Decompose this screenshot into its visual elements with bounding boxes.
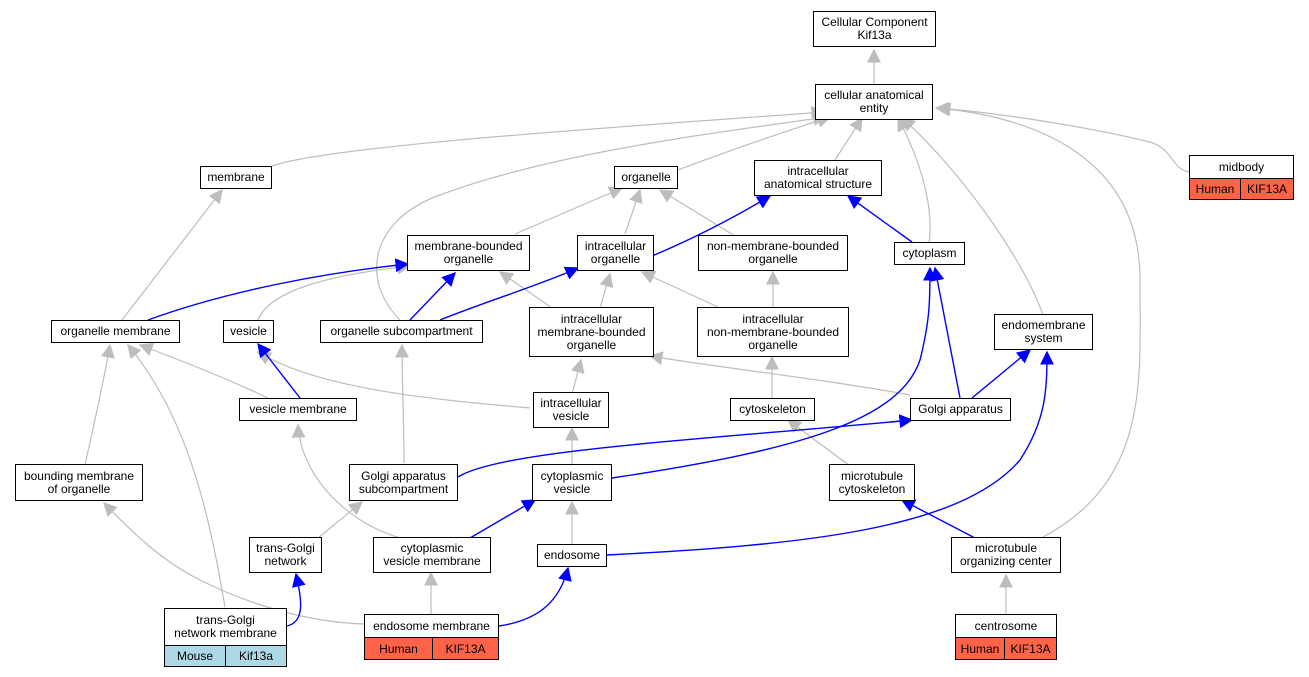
edge-intves-to-vesicle bbox=[256, 351, 531, 409]
edge-subcomp-to-io bbox=[439, 266, 580, 321]
node-microtubule-organizing-center[interactable]: microtubule organizing center bbox=[951, 537, 1061, 573]
edge-cytoplasm-to-cae bbox=[897, 116, 931, 245]
gene-tag-trans-golgi-network-membrane: Kif13a bbox=[225, 645, 287, 667]
species-tag-trans-golgi-network-membrane: Mouse bbox=[164, 645, 226, 667]
edge-vesmem-to-orgmem bbox=[138, 342, 269, 399]
edge-mtcyto-to-cytoskel bbox=[786, 419, 851, 467]
edge-golgi-to-cytoplasm bbox=[930, 266, 961, 399]
node-centrosome[interactable]: centrosome bbox=[955, 614, 1057, 637]
edge-ias-to-cae bbox=[834, 116, 863, 161]
gene-tag-centrosome: KIF13A bbox=[1004, 637, 1057, 660]
node-bounding-membrane-of-organelle[interactable]: bounding membrane of organelle bbox=[15, 464, 143, 501]
node-non-membrane-bounded-organelle[interactable]: non-membrane-bounded organelle bbox=[698, 235, 848, 271]
node-trans-golgi-network[interactable]: trans-Golgi network bbox=[249, 537, 322, 573]
edge-tgn-to-golgisub bbox=[317, 501, 364, 539]
edge-tgnmem-to-tgn bbox=[286, 572, 306, 627]
edge-io-to-organelle bbox=[624, 188, 643, 235]
edge-golgi-to-imbo bbox=[648, 351, 911, 396]
edge-vesmem-to-vesicle bbox=[257, 342, 301, 399]
edge-endmem-to-endosome bbox=[498, 566, 572, 627]
edge-orgmem-to-membrane bbox=[121, 188, 223, 321]
node-intracellular-anatomical-structure[interactable]: intracellular anatomical structure bbox=[754, 160, 882, 196]
edge-endosome-to-endomembrane bbox=[606, 350, 1054, 556]
edge-imbo-to-io bbox=[599, 272, 614, 309]
edge-vesicle-to-mbo bbox=[257, 260, 412, 321]
edge-cvm-to-vesmem bbox=[291, 423, 401, 539]
node-cellular-component[interactable]: Cellular Component Kif13a bbox=[813, 11, 936, 47]
edge-golgi-to-endomembrane bbox=[971, 349, 1032, 399]
edge-cytves-to-cytoplasm bbox=[611, 266, 937, 479]
node-intracellular-membrane-bounded-organelle[interactable]: intracellular membrane-bounded organelle bbox=[529, 307, 654, 357]
node-golgi-apparatus-subcompartment[interactable]: Golgi apparatus subcompartment bbox=[349, 464, 458, 501]
node-golgi-apparatus[interactable]: Golgi apparatus bbox=[910, 398, 1011, 421]
edge-subcomp-to-mbo bbox=[409, 271, 456, 321]
edge-endmem-to-bounding bbox=[103, 501, 365, 625]
species-tag-centrosome: Human bbox=[955, 637, 1005, 660]
edge-cytoplasm-to-ias bbox=[846, 195, 913, 243]
node-midbody[interactable]: midbody bbox=[1189, 155, 1294, 178]
node-intracellular-organelle[interactable]: intracellular organelle bbox=[577, 235, 654, 271]
gene-tag-midbody: KIF13A bbox=[1240, 178, 1294, 200]
node-vesicle-membrane[interactable]: vesicle membrane bbox=[239, 398, 357, 421]
edge-midbody-to-cae bbox=[934, 101, 1190, 173]
edge-io-to-ias bbox=[651, 195, 772, 257]
node-endomembrane-system[interactable]: endomembrane system bbox=[994, 314, 1093, 350]
edge-mtoc-to-cae bbox=[936, 102, 1141, 538]
edge-membrane-to-cae bbox=[271, 105, 826, 167]
node-vesicle[interactable]: vesicle bbox=[223, 320, 274, 343]
node-organelle-subcompartment[interactable]: organelle subcompartment bbox=[320, 320, 483, 343]
node-cytoskeleton[interactable]: cytoskeleton bbox=[730, 398, 815, 421]
edge-orgmem-to-mbo bbox=[147, 258, 410, 321]
edge-nmbo-to-organelle bbox=[658, 189, 736, 237]
node-cytoplasm[interactable]: cytoplasm bbox=[894, 242, 965, 265]
edge-mbo-to-organelle bbox=[514, 186, 624, 235]
node-organelle-membrane[interactable]: organelle membrane bbox=[51, 320, 180, 343]
node-cytoplasmic-vesicle-membrane[interactable]: cytoplasmic vesicle membrane bbox=[373, 537, 491, 573]
node-cellular-anatomical-entity[interactable]: cellular anatomical entity bbox=[815, 84, 933, 120]
edge-tgnmem-to-orgmem bbox=[127, 343, 226, 608]
edge-golgisub-to-golgi bbox=[457, 414, 914, 478]
edge-imbo-to-mbo bbox=[498, 271, 553, 309]
node-intracellular-vesicle[interactable]: intracellular vesicle bbox=[533, 392, 609, 428]
node-membrane[interactable]: membrane bbox=[200, 166, 272, 189]
species-tag-endosome-membrane: Human bbox=[364, 637, 433, 660]
node-endosome-membrane[interactable]: endosome membrane bbox=[364, 614, 499, 637]
edge-golgisub-to-subcomp bbox=[395, 343, 410, 464]
edge-endomembrane-to-cae bbox=[900, 117, 1044, 316]
edge-mtoc-to-mtcyto bbox=[900, 499, 976, 539]
node-organelle[interactable]: organelle bbox=[614, 166, 678, 189]
edge-intves-to-imbo bbox=[571, 358, 585, 395]
edge-subcomp-to-cae bbox=[376, 111, 828, 321]
node-microtubule-cytoskeleton[interactable]: microtubule cytoskeleton bbox=[829, 464, 915, 501]
gene-tag-endosome-membrane: KIF13A bbox=[432, 637, 499, 660]
edge-inmbo-to-io bbox=[640, 270, 721, 309]
species-tag-midbody: Human bbox=[1189, 178, 1241, 200]
node-membrane-bounded-organelle[interactable]: membrane-bounded organelle bbox=[407, 235, 530, 271]
node-intracellular-non-membrane-bounded-organelle[interactable]: intracellular non-membrane-bounded organ… bbox=[697, 307, 849, 357]
node-trans-golgi-network-membrane[interactable]: trans-Golgi network membrane bbox=[164, 608, 287, 645]
edge-bounding-to-orgmem bbox=[84, 343, 115, 466]
node-cytoplasmic-vesicle[interactable]: cytoplasmic vesicle bbox=[532, 464, 612, 501]
node-endosome[interactable]: endosome bbox=[537, 544, 607, 567]
edge-cvm-to-cytves bbox=[469, 499, 537, 539]
